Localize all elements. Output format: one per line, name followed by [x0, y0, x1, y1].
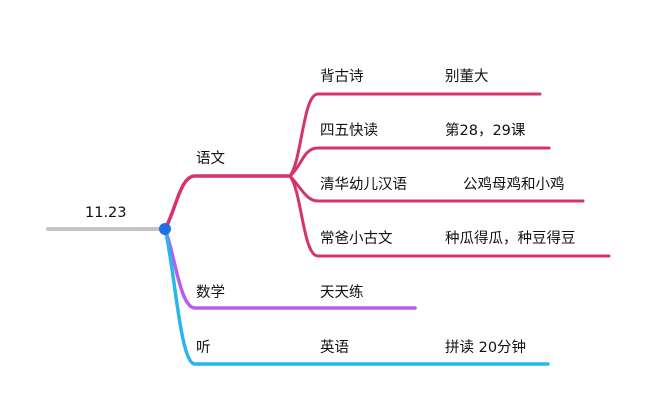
topic-detail[interactable]: 第28，29课 — [445, 123, 526, 139]
topic-label[interactable]: 天天练 — [320, 285, 364, 301]
topic-detail[interactable]: 拼读 20分钟 — [445, 340, 527, 356]
topic-detail[interactable]: 公鸡母鸡和小鸡 — [463, 177, 565, 193]
child-connector-yuwen-2 — [288, 146, 551, 178]
topic-label[interactable]: 清华幼儿汉语 — [320, 177, 407, 193]
topic-detail[interactable]: 别董大 — [445, 69, 489, 85]
topic-detail[interactable]: 种瓜得瓜，种豆得豆 — [445, 231, 576, 247]
branch-connector-yuwen — [163, 174, 292, 231]
root-label[interactable]: 11.23 — [85, 205, 127, 221]
child-connector-yuwen-4 — [288, 174, 611, 258]
root-dot[interactable] — [159, 223, 171, 235]
topic-label[interactable]: 四五快读 — [320, 123, 378, 139]
branch-connector-ting — [163, 227, 550, 366]
branch-label-ting[interactable]: 听 — [196, 340, 211, 356]
topic-label[interactable]: 常爸小古文 — [320, 231, 393, 247]
branch-label-yuwen[interactable]: 语文 — [196, 151, 225, 167]
topic-label[interactable]: 英语 — [320, 340, 349, 356]
topic-label[interactable]: 背古诗 — [320, 69, 364, 85]
branch-label-shuxue[interactable]: 数学 — [196, 285, 225, 301]
child-connector-yuwen-1 — [288, 92, 542, 178]
